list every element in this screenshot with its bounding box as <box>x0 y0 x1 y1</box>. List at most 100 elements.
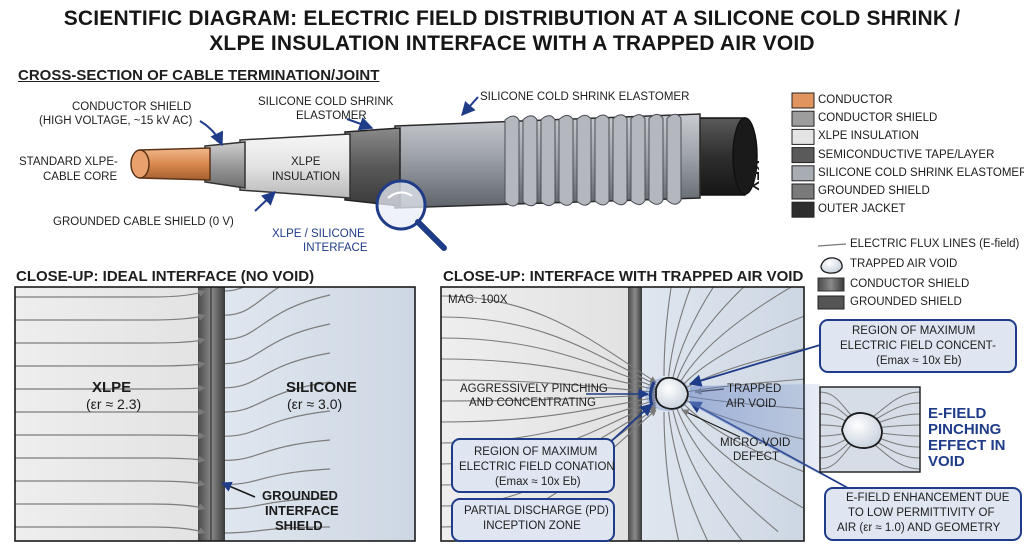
box-right-line-1: REGION OF MAXIMUM <box>852 325 976 337</box>
flux-line <box>15 361 206 369</box>
flux-line <box>224 526 331 534</box>
label-interface-1: XLPE / SILICONE <box>272 228 365 240</box>
silicone-rib <box>558 114 574 206</box>
silicone-ribs <box>504 113 682 207</box>
flux-line <box>15 455 206 463</box>
flux-line <box>224 323 331 365</box>
key-item-label: CONDUCTOR SHIELD <box>818 112 938 125</box>
box-right-line-2: ELECTRIC FIELD CONCENT- <box>840 340 996 352</box>
void-pinch-1: AGGRESSIVELY PINCHING <box>460 383 608 395</box>
cable-drawing <box>130 113 758 251</box>
enh-line-3: AIR (εr ≈ 1.0) AND GEOMETRY <box>837 522 1001 534</box>
key-swatch <box>791 110 815 127</box>
flux-line <box>663 287 672 377</box>
key-swatch <box>791 165 815 182</box>
flux-line <box>224 410 331 437</box>
flux-line <box>679 405 804 509</box>
efield-line-2: PINCHING <box>928 421 1002 438</box>
void-pinch-2: AND CONCENTRATING <box>469 397 596 409</box>
flux-line <box>15 337 206 345</box>
silicone-rib <box>594 114 610 206</box>
key-item-label: SEMICONDUCTIVE TAPE/LAYER <box>818 148 995 161</box>
ideal-grounded-2: INTERFACE <box>265 503 339 518</box>
efield-line-1: E-FIELD <box>928 405 987 422</box>
void-panel <box>440 286 1022 542</box>
silicone-rib <box>648 113 664 205</box>
flux-line <box>15 290 206 298</box>
efield-line-4: VOID <box>928 453 965 470</box>
legend-void-label: TRAPPED AIR VOID <box>850 258 958 270</box>
flux-line <box>441 395 657 423</box>
label-xlpe-1: XLPE <box>291 156 321 168</box>
silicone-rib <box>522 115 538 207</box>
flux-line <box>679 287 793 383</box>
key-item-label: CONDUCTOR <box>818 94 893 106</box>
flux-line <box>15 384 206 392</box>
label-conductor-voltage: (HIGH VOLTAGE, ~15 kV AC) <box>39 115 193 127</box>
enh-line-1: E-FIELD ENHANCEMENT DUE <box>846 492 1010 504</box>
flux-line <box>441 316 657 386</box>
flux-line <box>15 479 206 487</box>
silicone-rib <box>612 114 628 206</box>
flux-line <box>224 439 331 461</box>
key-item-label: SILICONE COLD SHRINK ELASTOMER <box>818 166 1024 179</box>
silicone-rib <box>630 114 646 206</box>
key-swatch <box>791 183 815 200</box>
label-interface-2: INTERFACE <box>303 242 368 254</box>
flux-line <box>672 410 744 541</box>
silicone-rib <box>576 114 592 206</box>
flux-line <box>676 408 779 532</box>
key-swatch <box>791 201 815 218</box>
flux-line <box>224 468 331 486</box>
cross-section-heading: CROSS-SECTION OF CABLE TERMINATION/JOINT <box>18 67 380 84</box>
flux-line <box>15 526 206 534</box>
key-swatch <box>791 147 815 164</box>
flux-line <box>441 358 657 392</box>
label-silicone-top: SILICONE COLD SHRINK ELASTOMER <box>480 91 690 103</box>
flux-line <box>676 287 745 380</box>
legend-flux-label: ELECTRIC FLUX LINES (E-field) <box>850 238 1020 250</box>
ideal-grounded-3: SHIELD <box>275 518 323 533</box>
flux-line <box>668 411 709 541</box>
ideal-silicone-eps: (εr ≈ 3.0) <box>287 396 343 412</box>
legend-grounded-shield-label: GROUNDED SHIELD <box>850 296 962 308</box>
void-trapped-1: TRAPPED <box>727 383 782 395</box>
key-panel <box>791 92 815 218</box>
flux-line <box>15 503 206 511</box>
void-trapped-2: AIR VOID <box>726 398 777 410</box>
silicone-rib <box>540 115 556 207</box>
ideal-silicone-label: SILICONE <box>286 379 357 396</box>
flux-line <box>441 379 657 396</box>
void-micro-1: MICRO-VOID <box>720 437 791 449</box>
ideal-xlpe-eps: (εr ≈ 2.3) <box>86 396 142 412</box>
flux-line <box>441 337 657 389</box>
label-silicone-2: ELASTOMER <box>296 110 367 122</box>
pd-line-2: INCEPTION ZONE <box>483 520 581 532</box>
flux-line <box>441 295 657 383</box>
title-line-1: SCIENTIFIC DIAGRAM: ELECTRIC FIELD DISTR… <box>63 7 961 30</box>
label-grounded-cable-shield: GROUNDED CABLE SHIELD (0 V) <box>53 216 234 228</box>
flux-line <box>672 287 715 378</box>
key-swatch <box>791 128 815 145</box>
flux-line <box>224 497 331 510</box>
silicone-rib <box>666 113 682 205</box>
box-left-line-2: ELECTRIC FIELD CONATION <box>459 461 615 473</box>
flux-line <box>224 287 245 292</box>
label-core-1: STANDARD XLPE- <box>19 156 118 168</box>
flux-line <box>441 391 657 402</box>
flux-line <box>224 294 331 340</box>
flux-line <box>668 287 692 377</box>
ideal-heading: CLOSE-UP: IDEAL INTERFACE (NO VOID) <box>16 268 315 285</box>
key-title: KEY <box>745 160 762 191</box>
box-right-line-3: (Emax ≈ 10x Eb) <box>876 355 962 367</box>
silicone-rib <box>504 115 520 207</box>
cable-leaders <box>199 96 479 212</box>
label-conductor-shield: CONDUCTOR SHIELD <box>72 101 192 113</box>
flux-line <box>15 313 206 321</box>
label-core-2: CABLE CORE <box>43 171 118 183</box>
ideal-grounded-1: GROUNDED <box>262 488 338 503</box>
void-heading: CLOSE-UP: INTERFACE WITH TRAPPED AIR VOI… <box>443 268 804 285</box>
efield-line-3: EFFECT IN <box>928 437 1006 454</box>
